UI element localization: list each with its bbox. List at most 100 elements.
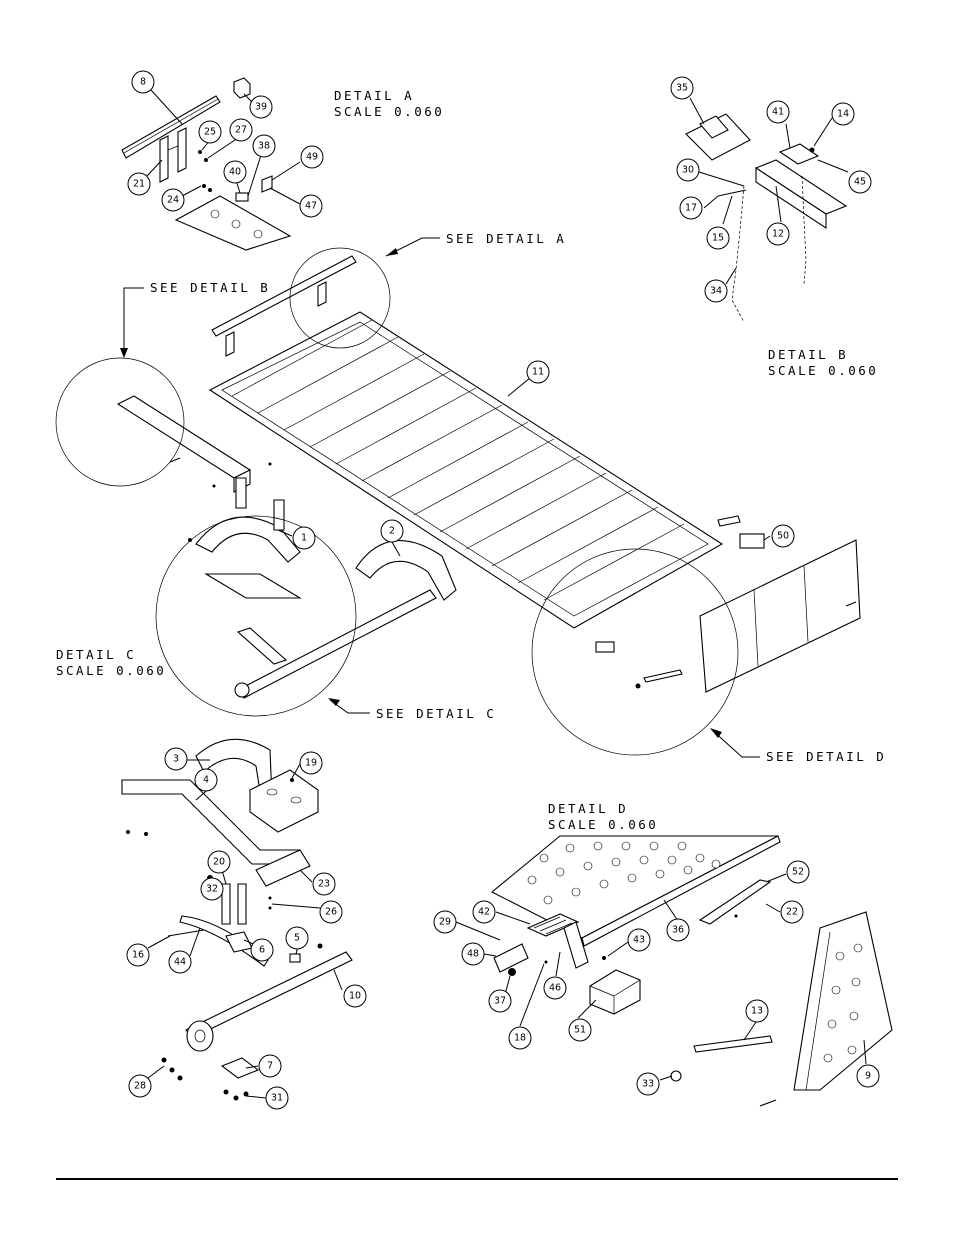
svg-text:12: 12	[772, 229, 784, 240]
detail-c-scale: SCALE 0.060	[56, 663, 166, 678]
svg-text:46: 46	[549, 983, 561, 994]
part-bubble: 17	[679, 196, 703, 220]
part-bubble: 44	[168, 950, 192, 974]
svg-text:44: 44	[174, 957, 186, 968]
svg-text:8: 8	[140, 77, 146, 88]
part-bubble: 34	[704, 279, 728, 303]
part-bubble: 42	[472, 900, 496, 924]
part-bubble: 43	[627, 928, 651, 952]
svg-text:7: 7	[267, 1061, 273, 1072]
svg-text:32: 32	[206, 884, 218, 895]
part-bubble: 21	[127, 172, 151, 196]
part-bubble: 22	[780, 900, 804, 924]
part-bubble: 30	[676, 158, 700, 182]
part-bubble: 2	[380, 519, 404, 543]
part-bubble: 27	[229, 118, 253, 142]
part-bubble: 33	[636, 1072, 660, 1096]
svg-text:35: 35	[676, 83, 688, 94]
part-bubble: 35	[670, 76, 694, 100]
part-bubble: 16	[126, 943, 150, 967]
svg-text:45: 45	[854, 177, 866, 188]
svg-text:47: 47	[305, 201, 317, 212]
part-bubble: 50	[771, 524, 795, 548]
part-bubble: 5	[285, 926, 309, 950]
svg-text:38: 38	[258, 141, 270, 152]
detail-d-view: DETAIL D SCALE 0.060	[455, 801, 893, 1107]
part-bubble: 13	[745, 999, 769, 1023]
svg-text:28: 28	[134, 1081, 146, 1092]
svg-text:1: 1	[301, 533, 307, 544]
svg-text:40: 40	[229, 167, 241, 178]
part-bubble: 4	[194, 768, 218, 792]
see-detail-a-callout: SEE DETAIL A	[446, 231, 566, 246]
svg-text:27: 27	[235, 125, 247, 136]
svg-text:33: 33	[642, 1079, 654, 1090]
part-bubble: 12	[766, 222, 790, 246]
svg-text:2: 2	[389, 526, 395, 537]
detail-c-title: DETAIL C	[56, 647, 136, 662]
svg-text:20: 20	[213, 857, 225, 868]
part-bubble: 32	[200, 877, 224, 901]
svg-text:49: 49	[306, 152, 318, 163]
part-bubble: 47	[299, 194, 323, 218]
part-bubble: 36	[666, 918, 690, 942]
svg-text:4: 4	[203, 775, 209, 786]
svg-text:6: 6	[259, 945, 265, 956]
svg-text:37: 37	[494, 996, 506, 1007]
part-bubble: 40	[223, 160, 247, 184]
part-bubble: 10	[343, 984, 367, 1008]
part-bubble: 38	[252, 134, 276, 158]
part-bubble: 11	[526, 360, 550, 384]
svg-text:42: 42	[478, 907, 490, 918]
svg-text:52: 52	[792, 867, 804, 878]
part-bubble: 24	[161, 188, 185, 212]
see-detail-d-callout: SEE DETAIL D	[766, 749, 886, 764]
svg-text:14: 14	[837, 109, 849, 120]
part-bubble: 23	[312, 872, 336, 896]
part-bubble: 7	[258, 1054, 282, 1078]
svg-text:51: 51	[574, 1025, 586, 1036]
detail-a-view: DETAIL A SCALE 0.060	[121, 77, 442, 251]
part-bubble: 20	[207, 850, 231, 874]
part-bubble: 19	[299, 751, 323, 775]
part-bubble: 37	[488, 989, 512, 1013]
detail-d-scale: SCALE 0.060	[548, 817, 658, 832]
svg-text:11: 11	[532, 367, 544, 378]
part-bubble: 49	[300, 145, 324, 169]
svg-text:5: 5	[294, 933, 300, 944]
detail-b-circle	[55, 357, 185, 487]
svg-text:9: 9	[865, 1071, 871, 1082]
svg-text:18: 18	[514, 1033, 526, 1044]
part-bubble: 41	[766, 100, 790, 124]
svg-text:31: 31	[271, 1093, 283, 1104]
svg-text:10: 10	[349, 991, 361, 1002]
main-deck-assembly	[55, 237, 861, 758]
part-bubble: 29	[433, 910, 457, 934]
part-bubble: 28	[128, 1074, 152, 1098]
part-bubble: 26	[319, 900, 343, 924]
svg-text:15: 15	[712, 233, 724, 244]
part-bubble: 14	[831, 102, 855, 126]
part-bubbles: 8 39 25 27 38 49 40 21 24 47 35 41 14 30…	[126, 70, 880, 1110]
detail-c-view: DETAIL C SCALE 0.060	[56, 647, 353, 1101]
part-bubble: 6	[250, 938, 274, 962]
detail-a-title: DETAIL A	[334, 88, 414, 103]
svg-text:39: 39	[255, 102, 267, 113]
svg-text:22: 22	[786, 907, 798, 918]
part-bubble: 46	[543, 976, 567, 1000]
svg-text:48: 48	[467, 949, 479, 960]
part-bubble: 52	[786, 860, 810, 884]
part-bubble: 51	[568, 1018, 592, 1042]
svg-text:41: 41	[772, 107, 784, 118]
part-bubble: 18	[508, 1026, 532, 1050]
detail-b-scale: SCALE 0.060	[768, 363, 878, 378]
part-bubble: 1	[292, 526, 316, 550]
svg-text:13: 13	[751, 1006, 763, 1017]
part-bubble: 3	[164, 747, 188, 771]
svg-text:34: 34	[710, 286, 722, 297]
part-bubble: 48	[461, 942, 485, 966]
svg-text:24: 24	[167, 195, 179, 206]
deck-end-holes	[527, 841, 721, 905]
svg-text:21: 21	[133, 179, 145, 190]
